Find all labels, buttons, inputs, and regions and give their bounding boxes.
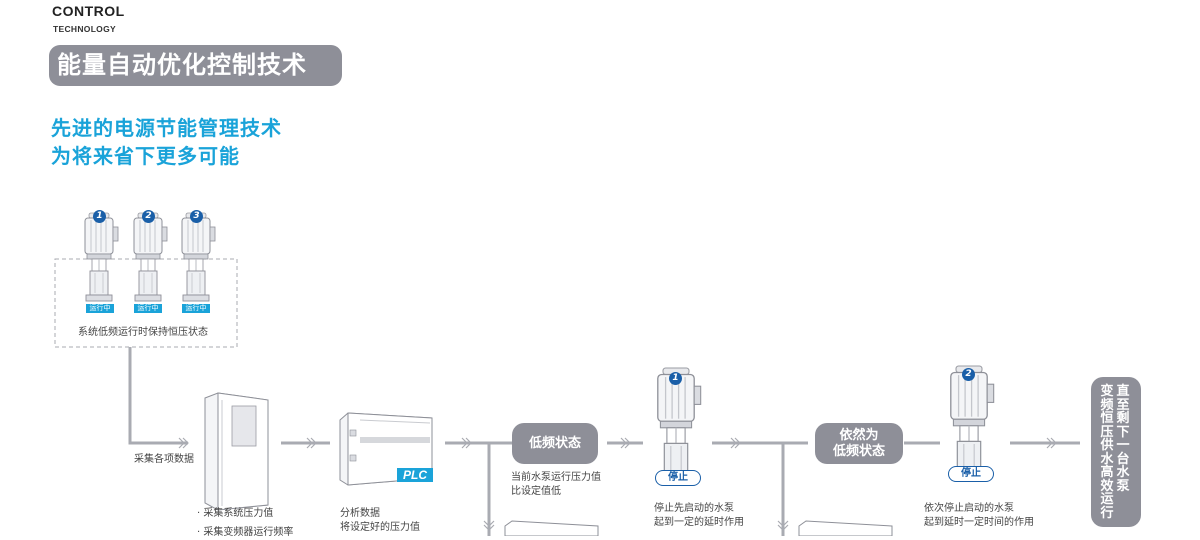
state-low-frequency-label: 低频状态 [528, 435, 581, 451]
pump-group-caption: 系统低频运行时保持恒压状态 [78, 327, 208, 338]
plc-desc-line-2: 将设定好的压力值 [340, 522, 420, 533]
pump-stop-2-badge: 2 [962, 368, 975, 381]
plc-label: PLC [397, 468, 433, 482]
collect-data-label: 采集各项数据 [134, 454, 194, 465]
slogan-line-2: 为将来省下更多可能 [51, 144, 240, 168]
pump1-desc-line-2: 起到一定的延时作用 [654, 517, 744, 528]
state1-desc-line-2: 比设定值低 [511, 486, 561, 497]
state-low-frequency-pill: 低频状态 [512, 423, 598, 464]
collect-bullet-2: · 采集变频器运行频率 [197, 527, 294, 538]
pump-1-icon [84, 212, 119, 302]
final-text-col-2: 变频恒压供水高效运行 [1100, 384, 1114, 521]
pump-stop-2-icon [950, 365, 995, 482]
pump2-desc-line-2: 起到延时一定时间的作用 [924, 517, 1034, 528]
pump-stop-1-icon [657, 367, 702, 484]
state2-label-line-1: 依然为 [839, 427, 879, 443]
control-cabinet-icon [204, 392, 269, 511]
plc-device-icon [339, 412, 433, 486]
brand-technology: TECHNOLOGY [53, 24, 116, 34]
pump-3-icon [181, 212, 216, 302]
pump-number-badge-3: 3 [190, 210, 203, 223]
state-still-low-frequency-pill: 依然为 低频状态 [815, 423, 903, 464]
brand-control: CONTROL [52, 3, 125, 19]
running-tag-3: 运行中 [182, 304, 210, 313]
pump-stop-1-status: 停止 [655, 470, 701, 486]
pump-number-badge-2: 2 [142, 210, 155, 223]
running-tag-1: 运行中 [86, 304, 114, 313]
connector-group-to-cabinet [128, 347, 188, 445]
pump2-desc-line-1: 依次停止启动的水泵 [924, 503, 1014, 514]
pump-2-icon [133, 212, 168, 302]
pump-stop-1-badge: 1 [669, 372, 682, 385]
collect-bullet-1: · 采集系统压力值 [197, 508, 274, 519]
state1-desc-line-1: 当前水泵运行压力值 [511, 472, 601, 483]
pump1-desc-line-1: 停止先启动的水泵 [654, 503, 734, 514]
pump-stop-2-status: 停止 [948, 466, 994, 482]
running-tag-2: 运行中 [134, 304, 162, 313]
state2-label-line-2: 低频状态 [832, 443, 885, 459]
slogan-line-1: 先进的电源节能管理技术 [51, 116, 282, 140]
final-result-pill: 直至剩下一台水泵 变频恒压供水高效运行 [1091, 377, 1141, 527]
pump-number-badge-1: 1 [93, 210, 106, 223]
plc-desc-line-1: 分析数据 [340, 508, 380, 519]
final-text-col-1: 直至剩下一台水泵 [1116, 384, 1130, 494]
page-title: 能量自动优化控制技术 [49, 45, 342, 86]
